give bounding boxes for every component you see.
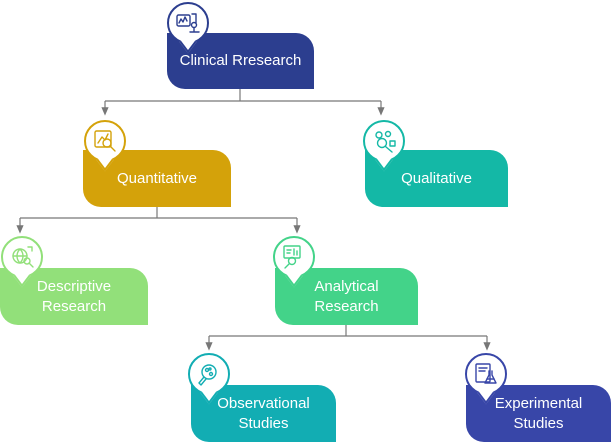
edge-clinical-split [101,89,385,116]
node-label-line-2: Research [314,297,379,315]
node-label: Qualitative [401,169,472,187]
cell-magnifier-icon [188,353,230,395]
node-label-line-1: Observational [217,394,310,412]
node-label-line-2: Research [41,297,107,315]
node-label: Quantitative [116,169,198,187]
node-label-line-1: Descriptive [36,277,112,295]
node-analytical-research: Analytical Research [275,268,418,325]
node-label-line-2: Studies [513,414,564,432]
flask-report-icon [465,353,507,395]
node-label-line-2: Studies [238,414,289,432]
microscope-chart-icon [167,2,209,44]
edge-analytical-split [205,325,491,351]
node-label-line-1: Experimental [494,394,583,412]
globe-magnifier-icon [1,236,43,278]
edge-quantitative-split [16,207,301,234]
gears-magnifier-icon [363,120,405,162]
node-label-line-1: Analytical [314,277,379,295]
node-label: Clinical Rresearch [179,52,302,69]
report-magnifier-icon [273,236,315,278]
chart-magnifier-icon [84,120,126,162]
